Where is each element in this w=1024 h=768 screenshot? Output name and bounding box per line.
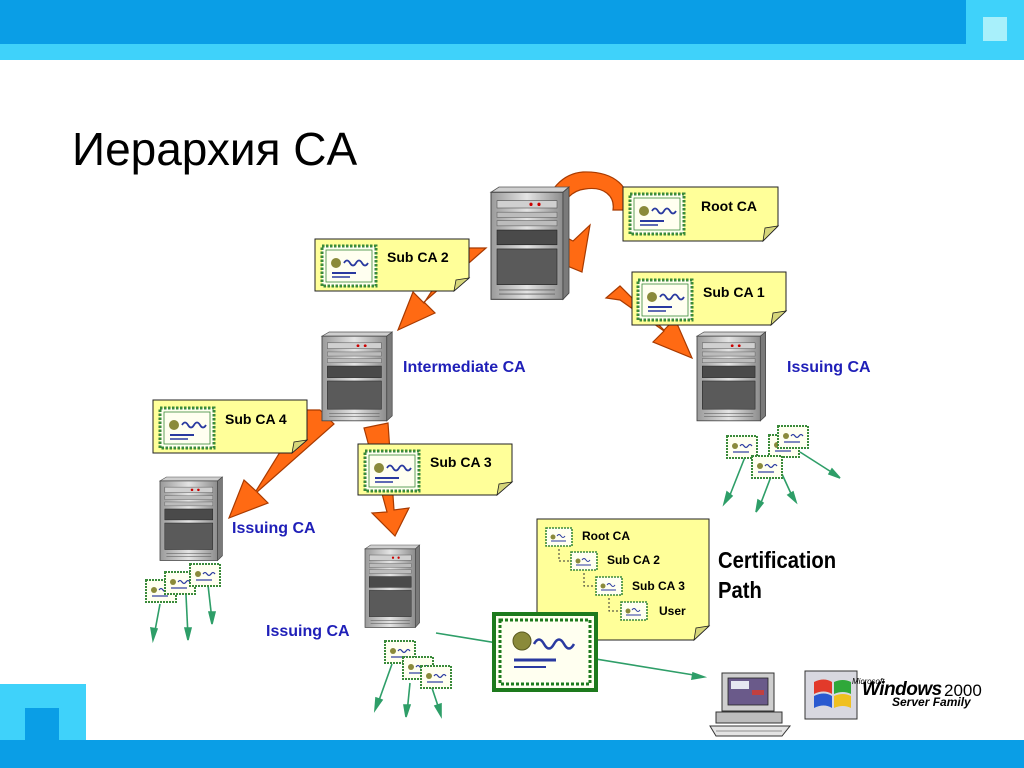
windows-flag-logo [804,670,858,720]
label-intermediate-ca: Intermediate CA [403,359,526,376]
path-item-sub-ca-2: Sub CA 2 [607,553,660,567]
path-item-sub-ca-3: Sub CA 3 [632,579,685,593]
logo-vendor: Microsoft [852,677,885,686]
user-certificate-icon [492,612,598,692]
label-issuing-ca-left: Issuing CA [232,520,316,537]
logo-product: Windows [862,679,942,700]
bottom-bar [0,740,1024,768]
issued-certs-right [722,451,841,513]
cert-label-sub-ca-3: Sub CA 3 [430,454,492,470]
issuing-ca-right-server-icon [696,331,767,422]
cert-label-root-ca: Root CA [701,198,757,214]
workstation-icon [709,672,792,737]
certification-path-heading-line1: Certification [718,547,837,573]
intermediate-ca-server-icon [321,331,393,422]
cert-label-sub-ca-4: Sub CA 4 [225,411,287,427]
slide-title: Иерархия CA [72,123,358,175]
logo-edition: Server Family [892,695,971,709]
issuing-ca-left-server-icon [159,476,223,561]
cert-callout-sub3 [357,443,514,497]
top-bar [0,0,1024,44]
root-ca-server-icon [490,186,570,300]
path-item-root-ca: Root CA [582,529,630,543]
label-issuing-ca-right: Issuing CA [787,359,871,376]
corner-square-bottom-left [25,708,59,742]
cert-label-sub-ca-1: Sub CA 1 [703,284,765,300]
top-strip [0,44,1024,60]
issuing-ca-center-server-icon [364,544,420,628]
cert-callout-root [622,186,780,243]
certification-path-heading: Certification Path [718,546,836,606]
cert-callout-sub4 [152,399,309,455]
path-item-user: User [659,604,686,618]
cert-callout-sub1 [631,271,788,327]
cert-label-sub-ca-2: Sub CA 2 [387,249,449,265]
issued-certs-left [150,584,217,644]
corner-square-top-right [983,17,1007,41]
logo-version: 2000 [944,681,982,700]
certification-path-heading-line2: Path [718,576,762,603]
label-issuing-ca-center: Issuing CA [266,623,350,640]
cert-callout-sub2 [314,238,471,293]
